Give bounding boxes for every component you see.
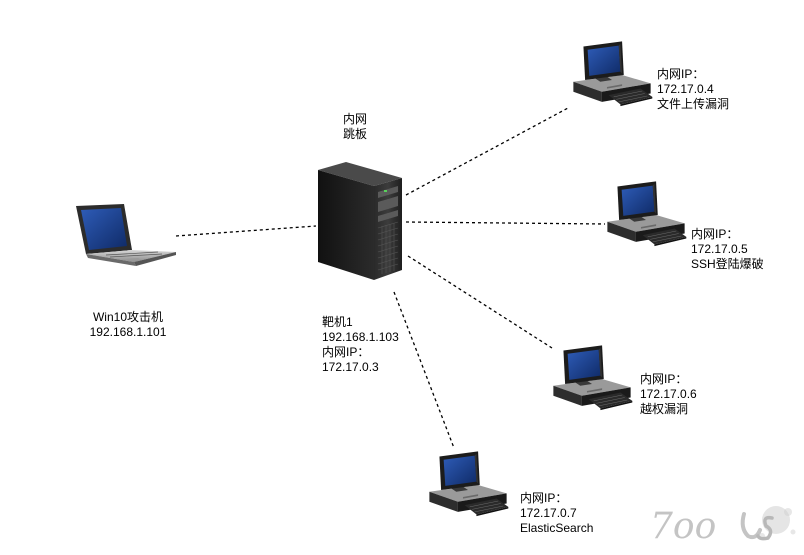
host-07-info: 内网IP： 172.17.0.7 ElasticSearch xyxy=(520,491,593,536)
jump-info-ip: 192.168.1.103 xyxy=(322,330,399,344)
desktop-icon-host-05 xyxy=(606,180,687,247)
link-jump-host-07 xyxy=(393,291,455,449)
jump-info-lan-ip: 172.17.0.3 xyxy=(322,360,379,374)
host-07-ip: 172.17.0.7 xyxy=(520,506,577,520)
host-04-vuln: 文件上传漏洞 xyxy=(657,97,730,111)
host-04-lan-label: 内网IP： xyxy=(657,67,705,81)
host-05-lan-label: 内网IP： xyxy=(691,227,739,241)
host-05-ip: 172.17.0.5 xyxy=(691,242,748,256)
jump-title-line-1: 内网 xyxy=(342,112,367,126)
host-04-ip: 172.17.0.4 xyxy=(657,82,714,96)
host-04-info: 内网IP： 172.17.0.4 文件上传漏洞 xyxy=(657,67,729,112)
jump-host-info: 靶机1 192.168.1.103 内网IP： 172.17.0.3 xyxy=(322,315,399,375)
host-07-service: ElasticSearch xyxy=(520,521,594,535)
jump-title-line-2: 跳板 xyxy=(342,127,367,141)
desktop-icon-host-04 xyxy=(572,40,653,107)
link-jump-host-05 xyxy=(405,221,606,225)
tools-logo-watermark: 7oo xyxy=(650,506,796,547)
attacker-info: Win10攻击机 192.168.1.101 xyxy=(78,310,178,340)
host-06-lan-label: 内网IP： xyxy=(640,372,688,386)
watermark-text: 7oo xyxy=(650,506,716,547)
links xyxy=(175,107,606,449)
host-05-info: 内网IP： 172.17.0.5 SSH登陆爆破 xyxy=(691,227,764,272)
attacker-info-name: Win10攻击机 xyxy=(92,310,163,324)
desktop-icon-host-06 xyxy=(552,344,633,411)
host-06-info: 内网IP： 172.17.0.6 越权漏洞 xyxy=(640,372,697,417)
desktop-icon-host-07 xyxy=(428,450,509,517)
jump-info-name: 靶机1 xyxy=(322,315,353,329)
jump-info-lan-label: 内网IP： xyxy=(322,345,370,359)
laptop-icon xyxy=(76,204,176,266)
attacker-info-ip: 192.168.1.101 xyxy=(89,325,167,339)
host-07-lan-label: 内网IP： xyxy=(520,491,568,505)
host-06-ip: 172.17.0.6 xyxy=(640,387,697,401)
link-attacker-jump xyxy=(175,225,317,237)
link-jump-host-04 xyxy=(405,107,569,196)
server-icon xyxy=(318,162,402,280)
link-jump-host-06 xyxy=(407,255,553,349)
host-05-vuln: SSH登陆爆破 xyxy=(691,257,764,271)
jump-host-title: 内网 跳板 xyxy=(330,112,380,142)
host-06-vuln: 越权漏洞 xyxy=(640,402,689,416)
